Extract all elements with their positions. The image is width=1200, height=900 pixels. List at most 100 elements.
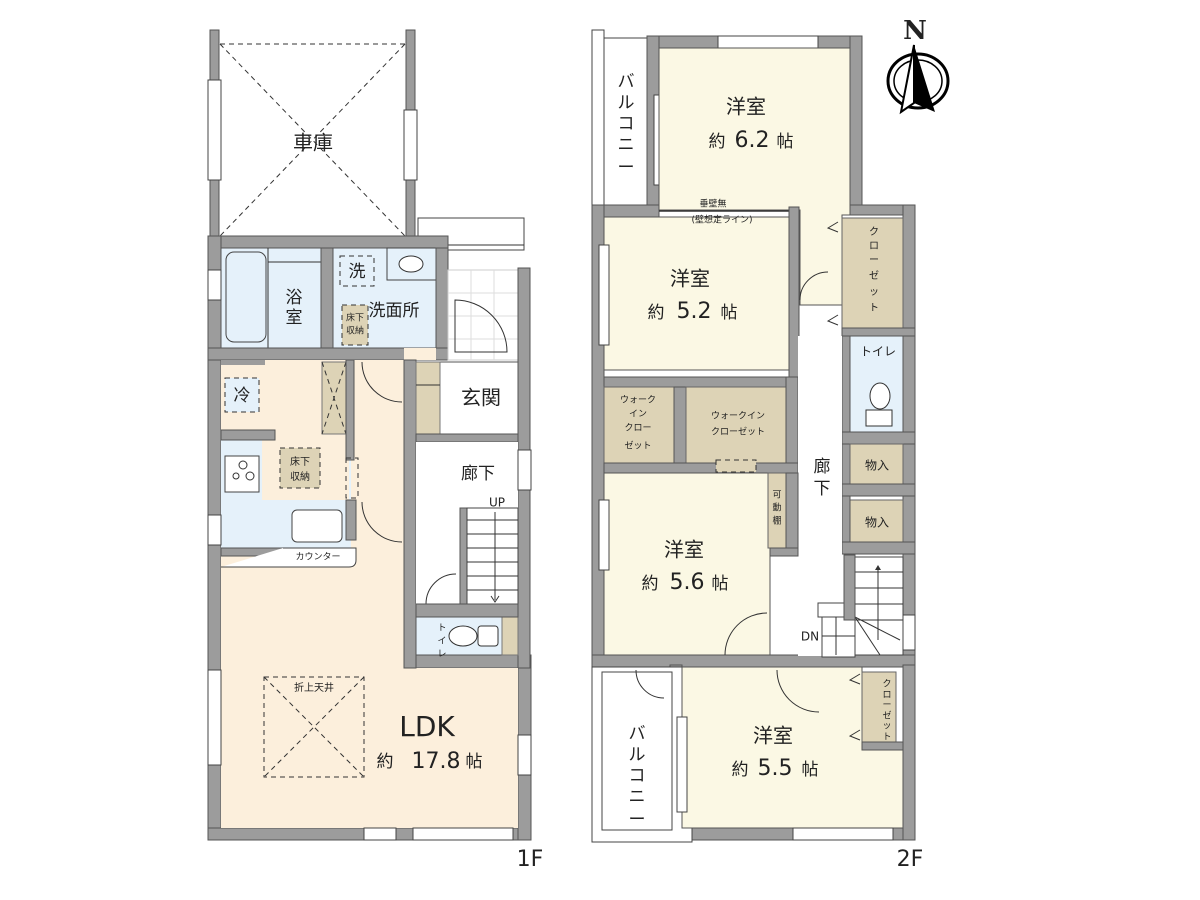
svg-text:UP: UP [489, 496, 505, 510]
bathtub-icon [225, 251, 267, 343]
svg-text:床下: 床下 [346, 312, 364, 324]
svg-text:イ: イ [437, 637, 446, 647]
svg-text:ニ: ニ [629, 787, 646, 807]
svg-text:下: 下 [814, 479, 831, 499]
svg-text:動: 動 [772, 503, 781, 514]
svg-text:洋室: 洋室 [664, 538, 704, 562]
svg-text:ロ: ロ [882, 691, 891, 701]
svg-text:垂壁無: 垂壁無 [699, 198, 726, 210]
western-room-2 [603, 216, 790, 371]
svg-text:バ: バ [618, 72, 635, 92]
svg-text:クロー: クロー [624, 423, 651, 434]
walk-in-closet-large [685, 386, 787, 464]
closet-north [841, 217, 904, 329]
garage-label: 車庫 [293, 131, 333, 155]
svg-text:約: 約 [377, 752, 394, 772]
kitchen-sink-icon [291, 509, 343, 543]
floor-2f: バ ル コ ニ ー 洋室 約 6.2 帖 垂壁無 (壁想定ライン) 洋室 約 [591, 29, 924, 872]
svg-text:DN: DN [801, 630, 819, 644]
svg-text:コ: コ [629, 766, 646, 786]
svg-text:冷: 冷 [234, 386, 251, 406]
svg-text:帖: 帖 [721, 303, 738, 323]
svg-text:カウンター: カウンター [295, 552, 340, 563]
floor-label-1f: 1F [517, 847, 544, 872]
svg-text:ッ: ッ [869, 287, 879, 298]
svg-text:洋室: 洋室 [726, 95, 766, 119]
svg-text:棚: 棚 [772, 515, 781, 527]
svg-text:LDK: LDK [399, 710, 455, 743]
svg-text:ウォーク: ウォーク [620, 395, 656, 406]
svg-text:洋室: 洋室 [753, 724, 793, 748]
svg-text:収納: 収納 [290, 470, 310, 483]
svg-text:6.2: 6.2 [735, 128, 770, 153]
svg-text:玄関: 玄関 [461, 386, 501, 410]
storage-2 [849, 499, 904, 543]
closet-south [861, 671, 897, 743]
svg-text:ト: ト [437, 624, 446, 634]
svg-text:(壁想定ライン): (壁想定ライン) [691, 214, 752, 226]
svg-text:ー: ー [618, 158, 635, 178]
svg-text:N: N [903, 16, 927, 46]
svg-text:床下: 床下 [290, 455, 310, 468]
svg-text:室: 室 [286, 308, 303, 328]
svg-text:可: 可 [772, 490, 781, 501]
floor-label-2f: 2F [897, 847, 924, 872]
svg-text:ト: ト [882, 733, 891, 743]
north-arrow-icon: N [886, 16, 950, 115]
svg-text:折上天井: 折上天井 [294, 681, 334, 694]
svg-text:洗: 洗 [349, 262, 366, 282]
svg-text:17.8: 17.8 [412, 749, 461, 774]
svg-text:約: 約 [642, 574, 659, 594]
svg-text:収納: 収納 [346, 325, 364, 337]
svg-text:ウォークイン: ウォークイン [711, 411, 765, 422]
svg-text:コ: コ [618, 114, 635, 134]
svg-text:5.6: 5.6 [670, 570, 705, 595]
svg-text:イン: イン [629, 410, 647, 420]
svg-text:ル: ル [618, 93, 635, 113]
svg-text:浴: 浴 [286, 288, 303, 308]
svg-text:帖: 帖 [777, 132, 794, 152]
svg-text:帖: 帖 [802, 760, 819, 780]
svg-text:ゼ: ゼ [869, 270, 879, 282]
svg-text:ゼ: ゼ [882, 710, 891, 722]
garage: 車庫 [207, 29, 525, 251]
svg-text:帖: 帖 [712, 574, 729, 594]
svg-text:洋室: 洋室 [670, 267, 710, 291]
svg-text:ル: ル [629, 745, 646, 765]
floor-1f: 車庫 浴 室 洗 洗面所 床下 収納 [207, 29, 544, 872]
svg-text:クローゼット: クローゼット [711, 426, 765, 438]
sink-icon [398, 255, 424, 273]
svg-text:ッ: ッ [882, 722, 891, 732]
svg-text:約: 約 [648, 303, 665, 323]
storage-1 [849, 443, 904, 485]
svg-text:物入: 物入 [865, 516, 889, 530]
stairs-2f: DN [801, 554, 904, 658]
svg-text:帖: 帖 [466, 752, 483, 772]
stairs-1f [459, 507, 519, 609]
toilet-icon [448, 625, 478, 647]
svg-text:洗面所: 洗面所 [369, 301, 420, 321]
svg-text:ー: ー [882, 701, 891, 711]
svg-text:バ: バ [629, 724, 646, 744]
svg-text:物入: 物入 [865, 459, 889, 473]
svg-text:ト: ト [869, 303, 879, 314]
balcony-north: バ ル コ ニ ー [591, 29, 649, 211]
svg-text:ロ: ロ [869, 241, 879, 252]
balcony-south: バ ル コ ニ ー [591, 666, 693, 843]
svg-text:ニ: ニ [618, 135, 635, 155]
svg-text:5.5: 5.5 [758, 756, 793, 781]
toilet-icon-2f [869, 382, 891, 410]
svg-text:約: 約 [732, 760, 749, 780]
svg-text:ー: ー [629, 810, 646, 830]
svg-text:廊下: 廊下 [461, 464, 495, 484]
svg-text:トイレ: トイレ [860, 345, 896, 359]
svg-text:ゼット: ゼット [624, 440, 651, 452]
svg-text:5.2: 5.2 [677, 299, 712, 324]
western-room-3 [603, 472, 771, 656]
svg-text:ク: ク [869, 226, 879, 238]
svg-text:レ: レ [437, 650, 446, 660]
svg-text:廊: 廊 [814, 457, 831, 477]
svg-text:ク: ク [882, 679, 891, 690]
svg-text:約: 約 [709, 132, 726, 152]
